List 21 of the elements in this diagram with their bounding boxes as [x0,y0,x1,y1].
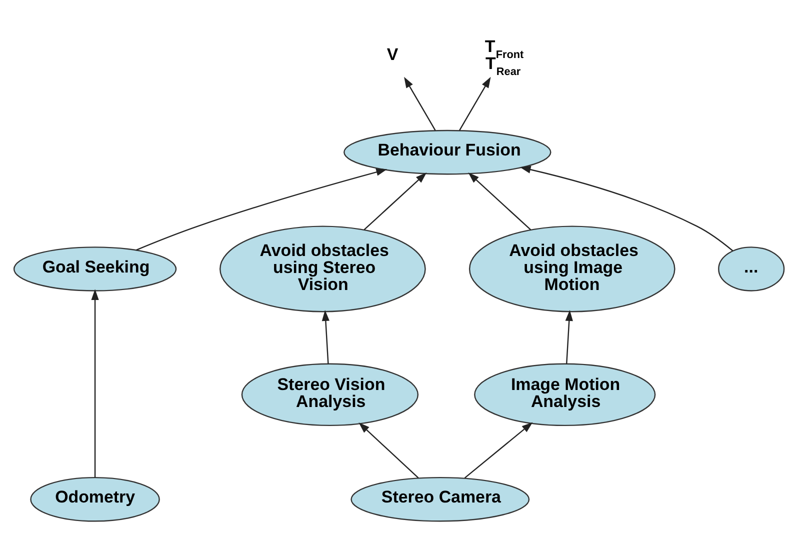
arrow [464,422,532,478]
node-ellipse: Stereo Camera [350,476,530,522]
node-text: T$_{Front}$ T$_{Rear}$ [484,37,524,78]
arrow [468,172,530,230]
node-ellipse: Image Motion Analysis [474,363,656,426]
arrow [519,166,733,252]
node-ellipse: Stereo Vision Analysis [240,363,418,426]
node-text: V [386,44,398,64]
node-ellipse: Goal Seeking [12,246,176,292]
arrow [321,310,329,364]
arrow [564,310,572,364]
arrow [136,168,387,251]
node-ellipse: Avoid obstacles using Image Motion [468,226,675,312]
node-ellipse: Odometry [30,476,160,522]
arrow [90,289,98,478]
node-ellipse: ... [718,246,784,292]
arrow [358,422,418,478]
node-ellipse: Avoid obstacles using Stereo Vision [219,226,426,312]
arrow [404,76,436,131]
arrow [458,76,490,131]
arrow [363,172,426,230]
